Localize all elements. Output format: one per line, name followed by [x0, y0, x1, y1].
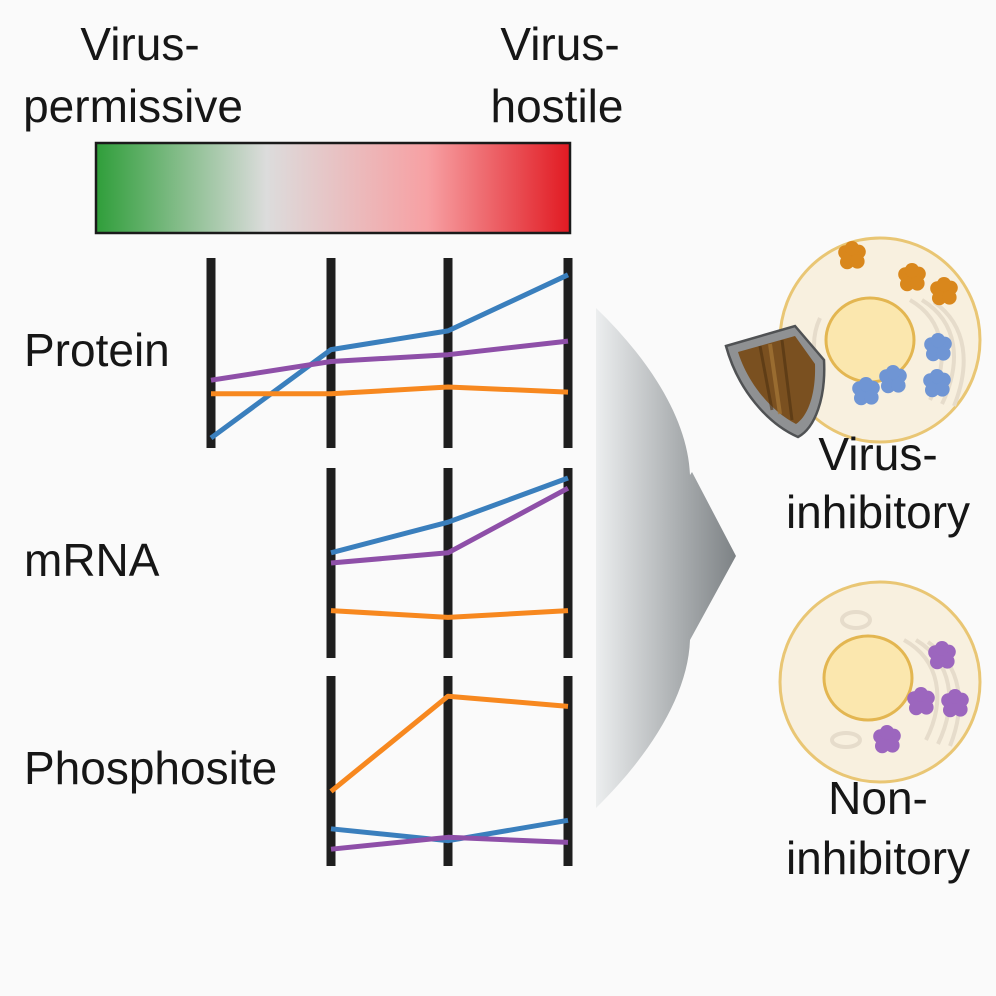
- outcome-label-non: Non-: [828, 772, 928, 824]
- panel-label-mrna: mRNA: [24, 534, 160, 586]
- virus-particle-blue: [923, 369, 951, 398]
- permissive-label-line2: permissive: [23, 80, 243, 132]
- virus-particle-purple: [873, 725, 901, 754]
- virus-particle-blue: [852, 377, 880, 406]
- big-arrow-icon: [596, 308, 736, 808]
- trend-line-2: [330, 817, 569, 844]
- permissive-label-line1: Virus-: [80, 18, 199, 70]
- hostile-label-line1: Virus-: [500, 18, 619, 70]
- inhibitory-cell-icon: [778, 236, 982, 444]
- shield-icon: [724, 324, 826, 439]
- trend-line-1: [330, 475, 569, 556]
- non-inhibitory-cell-icon: [778, 580, 982, 784]
- trend-line-3: [330, 608, 569, 620]
- outcome-label-non-inhibitory: inhibitory: [786, 832, 970, 884]
- virus-particle-purple: [941, 689, 969, 718]
- panel-phosphosite: [326, 676, 573, 866]
- panel-mrna: [326, 468, 573, 658]
- panel-label-phosphosite: Phosphosite: [24, 742, 277, 794]
- virus-particle-purple: [907, 687, 935, 716]
- virus-particle-orange: [930, 277, 958, 306]
- trend-line-2: [330, 485, 570, 566]
- trend-line-3: [330, 834, 569, 852]
- hostile-label-line2: hostile: [491, 80, 624, 132]
- panel-label-protein: Protein: [24, 324, 170, 376]
- virus-particle-orange: [898, 263, 926, 292]
- virus-particle-blue: [879, 365, 907, 394]
- outcome-label-virus: Virus-: [818, 428, 937, 480]
- virus-particle-orange: [838, 241, 866, 270]
- outcome-label-inhibitory: inhibitory: [786, 486, 970, 538]
- permissive-hostile-gradient-bar: [94, 141, 572, 235]
- trend-line-1: [329, 693, 569, 794]
- trend-line-2: [210, 338, 569, 383]
- trend-line-3: [211, 384, 569, 397]
- virus-particle-blue: [924, 333, 952, 362]
- virus-particle-purple: [928, 641, 956, 670]
- panels-group: [206, 258, 573, 866]
- panel-protein: [206, 258, 573, 448]
